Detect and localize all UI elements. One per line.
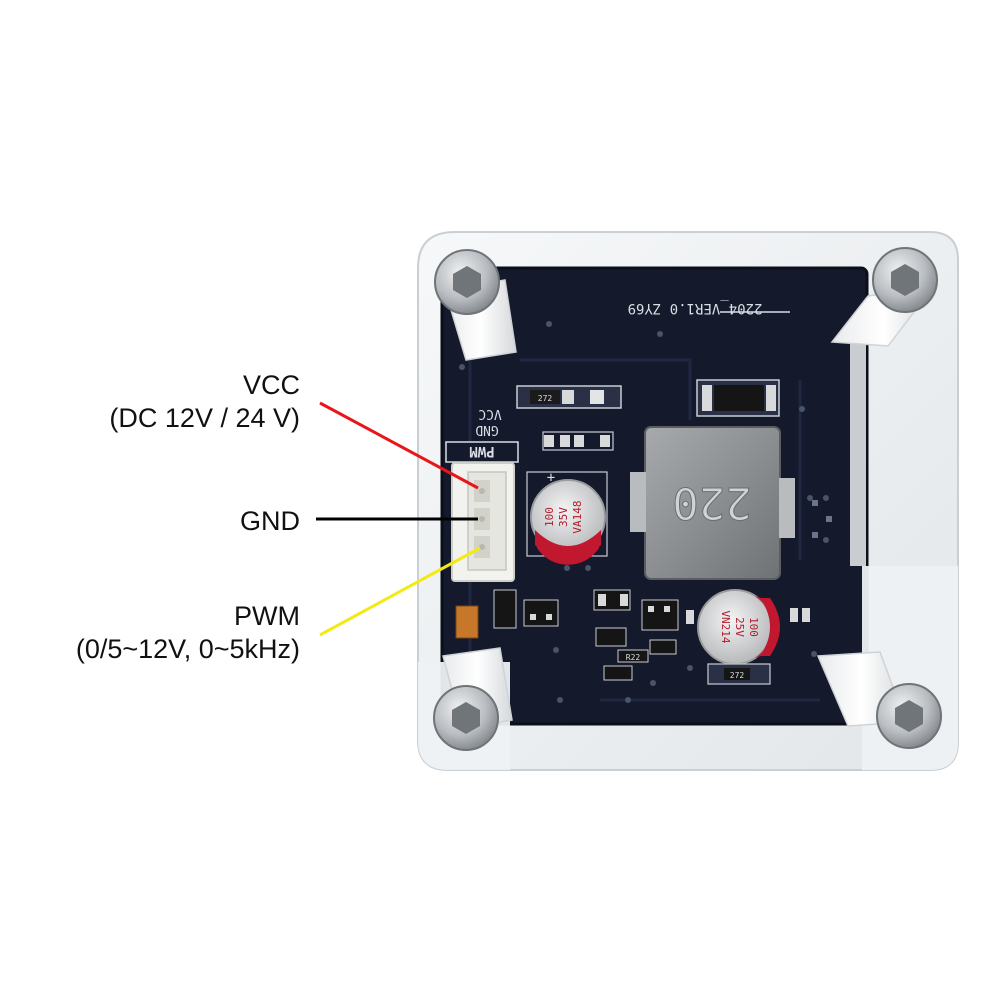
cap-left-polarity: +: [547, 470, 555, 486]
cap-left-line1: 100: [543, 507, 556, 527]
pwm-label-name: PWM: [234, 601, 300, 631]
silk-vcc-label: VCC: [478, 406, 501, 421]
amber-component: [455, 605, 479, 639]
gnd-label-name: GND: [240, 506, 300, 536]
screw-top-right: [872, 247, 938, 313]
resistor-bottom-marking: 272: [730, 671, 745, 680]
screw-bottom-left: [433, 685, 499, 751]
cap-right-line2: 25V: [733, 617, 746, 637]
pwm-callout-line: [319, 546, 481, 637]
vcc-label-detail: (DC 12V / 24 V): [109, 403, 300, 433]
cap-left-line3: VA148: [571, 500, 584, 533]
resistor-small-marking: R22: [626, 653, 641, 662]
silkscreen-version: 2204_VER1.0 ZY69: [628, 300, 763, 316]
cap-left-line2: 35V: [557, 507, 570, 527]
cap-right-line1: 100: [747, 617, 760, 637]
gnd-label: GND: [240, 505, 300, 538]
vcc-label: VCC (DC 12V / 24 V): [109, 369, 300, 435]
cap-right-line3: VN214: [719, 610, 732, 643]
pwm-label-detail: (0/5~12V, 0~5kHz): [75, 634, 300, 664]
silk-pwm-label: PWM: [469, 443, 494, 459]
pwm-label: PWM (0/5~12V, 0~5kHz): [76, 600, 300, 666]
screw-top-left: [434, 249, 500, 315]
inductor-marking: 220: [672, 477, 751, 528]
screw-bottom-right: [876, 683, 942, 749]
vcc-label-name: VCC: [242, 370, 300, 400]
vcc-callout-line: [319, 401, 479, 490]
resistor-top-marking: 272: [538, 394, 553, 403]
silk-gnd-label: GND: [475, 422, 499, 437]
